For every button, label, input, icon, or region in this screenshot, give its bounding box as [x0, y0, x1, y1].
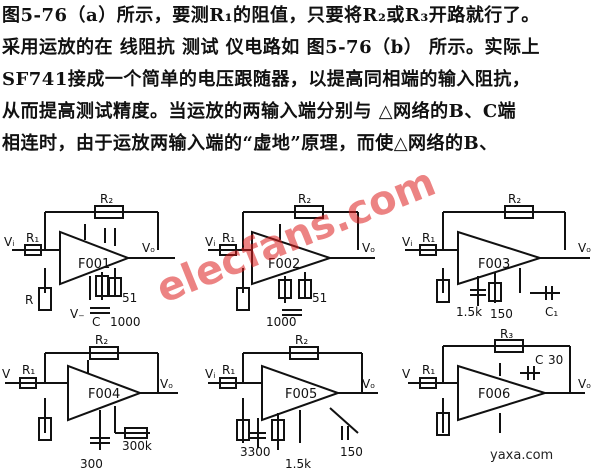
- label-r1-1: R₁: [26, 231, 39, 245]
- label-30-6: 30: [548, 353, 563, 367]
- paragraph: 图5-76（a）所示，要测R₁的阻值，只要将R₂或R₃开路就行了。 采用运放的在…: [2, 0, 612, 160]
- label-vo-3: Vₒ: [578, 241, 591, 255]
- label-vo-1: Vₒ: [142, 241, 155, 255]
- label-51-2: 51: [312, 291, 327, 305]
- label-vo-5: Vₒ: [362, 377, 375, 391]
- label-3300-5: 3300: [240, 445, 271, 459]
- label-51-1: 51: [122, 291, 137, 305]
- label-f002: F002: [268, 257, 300, 272]
- label-f004: F004: [88, 387, 120, 402]
- label-150-5: 150: [340, 445, 363, 459]
- circuit-f003: [405, 205, 590, 306]
- label-c-6: C: [535, 353, 543, 367]
- label-vo-2: Vₒ: [362, 241, 375, 255]
- label-r2-2: R₂: [298, 192, 311, 206]
- label-150-3: C₁: [545, 305, 558, 319]
- text-line-4: 从而提高测试精度。当运放的两输入端分别与 △网络的B、C端: [2, 101, 517, 122]
- label-r-1: R: [25, 293, 33, 307]
- text-line-1: 图5-76（a）所示，要测R₁的阻值，只要将R₂或R₃开路就行了。: [2, 5, 540, 26]
- circuit-f005: [208, 346, 378, 450]
- label-300k-4: 300k: [122, 439, 152, 453]
- label-vo-4: Vₒ: [160, 377, 173, 391]
- label-1k5-3: 150: [490, 307, 513, 321]
- label-vi-3: Vᵢ: [402, 235, 412, 249]
- label-vi-1: Vᵢ: [4, 235, 14, 249]
- label-r2-4: R₂: [95, 333, 108, 347]
- label-r2-1: R₂: [100, 192, 113, 206]
- label-3300-3: 1.5k: [456, 305, 482, 319]
- watermark-corner: yaxa.com: [490, 448, 554, 463]
- label-r1-5: R₁: [222, 363, 235, 377]
- circuit-f006: [408, 339, 585, 436]
- label-vi-2: Vᵢ: [205, 235, 215, 249]
- text-line-3: SF741接成一个简单的电压跟随器，以提高同相端的输入阻抗，: [2, 69, 531, 90]
- text-line-2: 采用运放的在 线阻抗 测试 仪电路如 图5-76（b） 所示。实际上: [2, 37, 540, 58]
- circuit-diagrams: F001 Vᵢ R₁ Vₒ R₂ R V₋ C 1000 51 F002 Vᵢ …: [2, 192, 591, 471]
- circuit-f002: [208, 205, 375, 316]
- label-r2-3: R₂: [508, 192, 521, 206]
- text-line-5: 相连时，由于运放两输入端的“虚地”原理，而使△网络的B、: [2, 133, 498, 154]
- circuit-f004: [5, 346, 178, 450]
- label-vi-5: Vᵢ: [205, 367, 215, 381]
- label-f001: F001: [78, 257, 110, 272]
- label-c-1: C: [92, 315, 100, 329]
- label-r1-6: R₁: [422, 363, 435, 377]
- label-1000-2: 1000: [266, 315, 297, 329]
- label-vo-6: Vₒ: [578, 377, 591, 391]
- label-r1-3: R₁: [422, 231, 435, 245]
- label-1000-1: 1000: [110, 315, 141, 329]
- label-f003: F003: [478, 257, 510, 272]
- label-v-6: V: [402, 367, 411, 381]
- label-1k5-5: 1.5k: [285, 457, 311, 471]
- label-vminus-1: V₋: [70, 307, 85, 321]
- label-v-4: V: [2, 367, 11, 381]
- label-f005: F005: [285, 387, 317, 402]
- label-r1-2: R₁: [222, 231, 235, 245]
- label-r2-5: R₂: [295, 333, 308, 347]
- circuit-f001: [12, 205, 175, 314]
- label-r1-4: R₁: [22, 363, 35, 377]
- label-300-4: 300: [80, 457, 103, 471]
- label-f006: F006: [478, 387, 510, 402]
- label-r3-6: R₃: [500, 327, 513, 341]
